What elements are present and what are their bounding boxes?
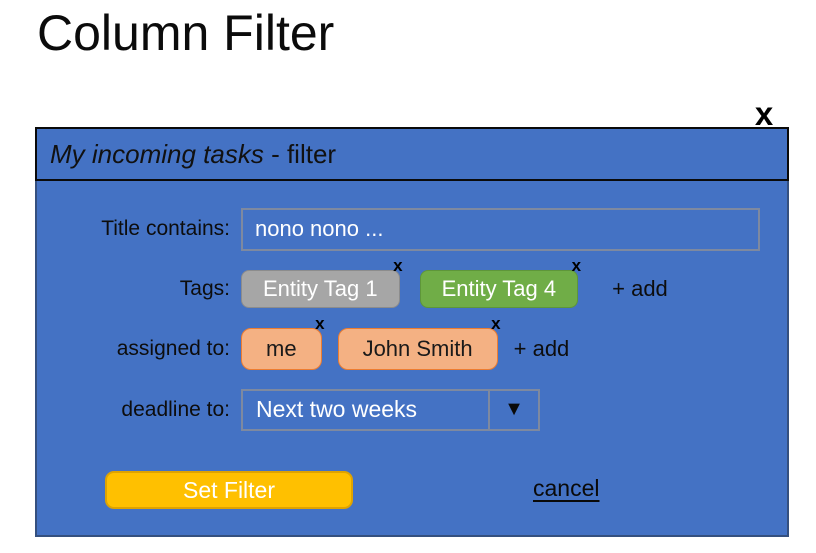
tag-chip-label: Entity Tag 4: [441, 276, 557, 301]
row-deadline: deadline to: Next two weeks ▼: [37, 388, 787, 431]
chevron-down-icon: ▼: [504, 398, 524, 420]
deadline-dropdown-value: Next two weeks: [256, 396, 418, 422]
deadline-dropdown[interactable]: Next two weeks ▼: [241, 388, 540, 431]
row-assigned-to: assigned to: me x John Smith x + add: [37, 315, 787, 370]
assignee-chip: me x: [241, 315, 325, 370]
deadline-dropdown-button[interactable]: ▼: [488, 390, 538, 429]
remove-icon[interactable]: x: [315, 314, 325, 333]
title-contains-label: Title contains:: [101, 217, 230, 240]
close-icon[interactable]: x: [754, 95, 774, 132]
assigned-to-label: assigned to:: [116, 337, 230, 360]
remove-icon[interactable]: x: [491, 314, 501, 333]
dialog-title-suffix: - filter: [263, 138, 337, 169]
cancel-link[interactable]: cancel: [533, 475, 600, 501]
title-contains-input[interactable]: [241, 207, 760, 251]
set-filter-button[interactable]: Set Filter: [105, 471, 353, 509]
row-title-contains: Title contains:: [37, 207, 787, 251]
tags-label: Tags:: [179, 277, 230, 300]
page-title: Column Filter: [37, 5, 335, 61]
tag-chip: Entity Tag 4 x: [419, 257, 581, 308]
remove-icon[interactable]: x: [393, 256, 403, 275]
remove-icon[interactable]: x: [571, 256, 582, 275]
row-tags: Tags: Entity Tag 1 x Entity Tag 4 x + ad…: [37, 257, 787, 309]
dialog-header: My incoming tasks - filter: [35, 127, 789, 181]
dialog-body: Title contains: Tags: Entity Tag 1 x Ent…: [35, 181, 789, 537]
dialog-title-source: My incoming tasks: [50, 138, 264, 169]
deadline-label: deadline to:: [121, 397, 230, 421]
add-tag-link[interactable]: + add: [612, 276, 668, 301]
assignee-chip: John Smith x: [337, 315, 501, 370]
assignee-chip-label: John Smith: [362, 336, 473, 361]
tag-chip-label: Entity Tag 1: [263, 276, 378, 301]
add-assignee-link[interactable]: + add: [513, 336, 570, 361]
dialog-title: My incoming tasks - filter: [50, 139, 336, 170]
assignee-chip-label: me: [266, 336, 297, 361]
tag-chip: Entity Tag 1 x: [241, 257, 403, 308]
